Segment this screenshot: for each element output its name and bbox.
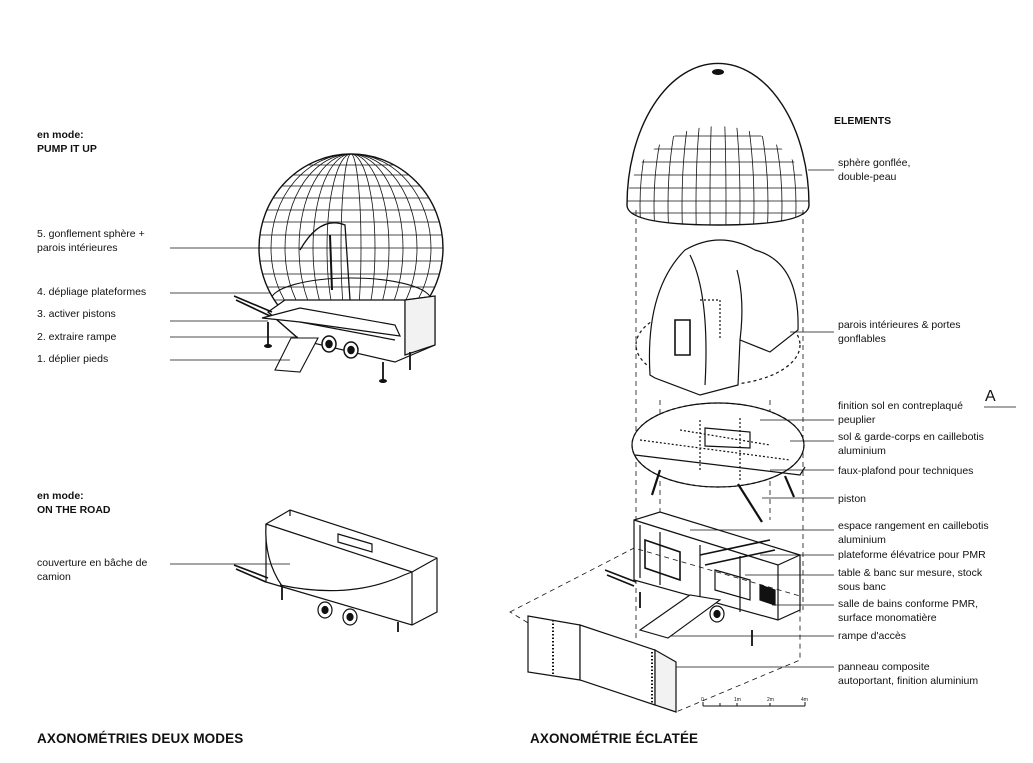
element-label: salle de bains conforme PMR, surface mon…: [838, 598, 979, 624]
feet: [267, 322, 411, 380]
mode-prefix: en mode:: [37, 490, 84, 502]
scale-label: 4m: [801, 697, 808, 703]
scale-label: 2m: [767, 697, 774, 703]
elements-heading: ELEMENTS: [834, 115, 892, 127]
mode-name: ON THE ROAD: [37, 504, 111, 516]
element-label: plateforme élévatrice pour PMR: [838, 549, 986, 561]
left-leader-lines: [170, 247, 298, 361]
mode-name: PUMP IT UP: [37, 143, 97, 155]
tow-bar: [233, 295, 273, 317]
element-label: sol & garde-corps en caillebotis alumini…: [838, 431, 984, 457]
ramp-exploded: [638, 594, 722, 639]
element-label: espace rangement en caillebotis aluminiu…: [838, 520, 989, 546]
inner-walls: [635, 239, 801, 396]
mode-prefix: en mode:: [37, 129, 84, 141]
ramp: [274, 337, 319, 373]
left-title: AXONOMÉTRIES DEUX MODES: [37, 731, 244, 746]
element-label: piston: [838, 493, 867, 505]
section-marker: A: [985, 388, 996, 405]
exploded-axonometry: [509, 62, 810, 713]
scale-bar: [702, 702, 806, 707]
step-1-label: 1. déplier pieds: [37, 353, 109, 365]
scale-label: 0: [701, 697, 704, 703]
step-4-label: 4. dépliage plateformes: [37, 286, 147, 298]
pump-it-up-drawing: [233, 153, 444, 383]
trailer-module: [604, 511, 801, 646]
trailer-body: [261, 295, 436, 363]
right-title: AXONOMÉTRIE ÉCLATÉE: [530, 731, 699, 746]
mode-pump-it-up-heading: en mode: PUMP IT UP: [37, 114, 97, 156]
on-the-road-drawing: [233, 509, 438, 632]
wheels: [321, 335, 359, 359]
right-leader-lines: [670, 169, 1016, 668]
inflated-sphere: [258, 153, 444, 343]
pistons: [650, 469, 796, 523]
element-label: panneau composite autoportant, finition …: [838, 661, 979, 687]
scale-label: 1m: [734, 697, 741, 703]
mode-on-the-road-heading: en mode: ON THE ROAD: [37, 475, 111, 517]
dome: [626, 62, 810, 226]
element-label: faux-plafond pour techniques: [838, 465, 974, 477]
step-2-label: 2. extraire rampe: [37, 331, 117, 343]
step-5-label: 5. gonflement sphère + parois intérieure…: [37, 228, 145, 254]
element-label: rampe d'accès: [838, 630, 906, 642]
step-3-label: 3. activer pistons: [37, 308, 116, 320]
element-label: sphère gonflée, double-peau: [838, 157, 911, 183]
element-label: parois intérieures & portes gonflables: [838, 319, 961, 345]
composite-panels: [527, 615, 677, 713]
road-cover-label: couverture en bâche de camion: [37, 557, 148, 583]
element-label: table & banc sur mesure, stock sous banc: [838, 567, 983, 593]
element-label: finition sol en contreplaqué peuplier: [838, 400, 963, 426]
